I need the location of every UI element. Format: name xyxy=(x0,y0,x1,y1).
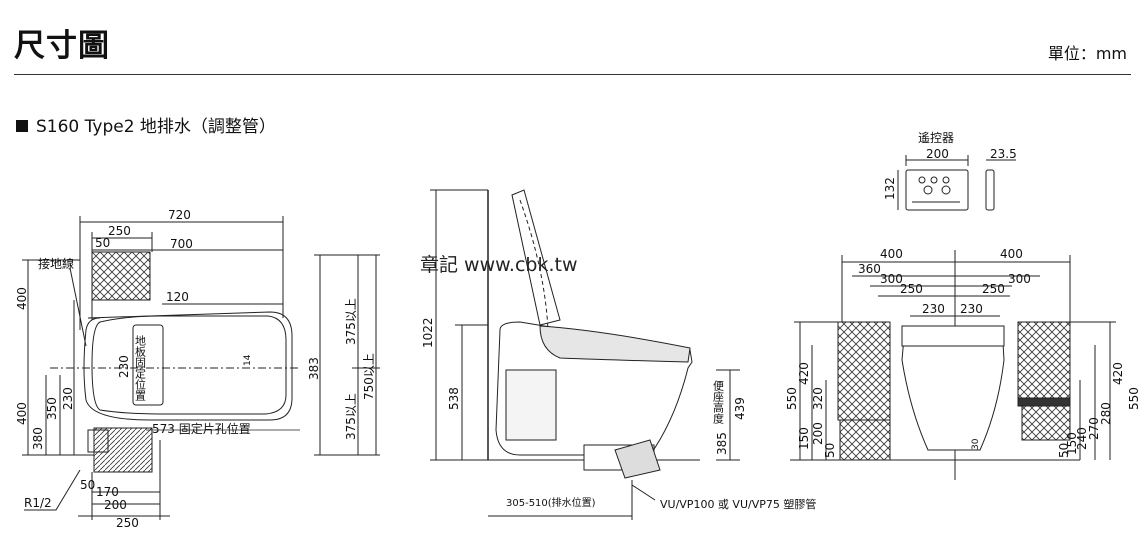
dim-700: 700 xyxy=(170,237,193,251)
dim-14: 14 xyxy=(243,354,253,366)
dim-400-left: 400 xyxy=(880,247,903,261)
front-view xyxy=(790,250,1116,480)
dim-350: 350 xyxy=(45,397,59,420)
dim-50-bottom: 50 xyxy=(80,478,95,492)
remote-text: 遙控器 200 23.5 132 xyxy=(883,131,1017,200)
dim-30: 30 xyxy=(971,438,981,450)
dim-385: 385 xyxy=(715,432,729,455)
dim-200: 200 xyxy=(104,498,127,512)
header-divider xyxy=(14,74,1131,75)
dim-50-right: 50 xyxy=(1057,443,1071,458)
dim-250-right: 250 xyxy=(982,282,1005,296)
dim-170: 170 xyxy=(96,485,119,499)
dim-250: 250 xyxy=(108,224,131,238)
watermark: 章記 www.cbk.tw xyxy=(420,254,578,276)
dim-400-bottom: 400 xyxy=(15,402,29,425)
section-heading: S160 Type2 地排水（調整管） xyxy=(16,112,276,137)
dim-150-right: 150 xyxy=(1065,432,1079,455)
dim-538: 538 xyxy=(447,387,461,410)
side-view xyxy=(430,189,740,520)
remote-drawing xyxy=(897,155,1016,211)
dim-383: 383 xyxy=(307,357,321,380)
dim-250-bottom: 250 xyxy=(116,516,139,530)
dim-750: 750以上 xyxy=(362,353,376,400)
side-view-text: 1022 538 便座高度 385 439 305-510(排水位置) VU/V… xyxy=(421,317,816,511)
dim-250-left: 250 xyxy=(900,282,923,296)
seat-height-label: 便座高度 xyxy=(712,380,725,425)
square-bullet-icon xyxy=(16,120,28,132)
dim-230-b: 230 xyxy=(117,355,131,378)
r12-label: R1/2 xyxy=(24,496,52,510)
remote-title: 遙控器 xyxy=(918,131,954,145)
floor-fix-label: 地板固定位置 xyxy=(134,335,147,401)
dim-150-left: 150 xyxy=(797,427,811,450)
dim-380: 380 xyxy=(31,427,45,450)
dim-375-top: 375以上 xyxy=(344,298,358,345)
pipe-label: VU/VP100 或 VU/VP75 塑膠管 xyxy=(660,497,816,511)
dim-439: 439 xyxy=(733,397,747,420)
dim-360: 360 xyxy=(858,262,881,276)
remote-thickness: 23.5 xyxy=(990,147,1017,161)
dim-200: 200 xyxy=(811,422,825,445)
front-view-text: 400 400 360 300 300 250 250 230 230 550 … xyxy=(785,247,1141,458)
drain-position-label: 305-510(排水位置) xyxy=(506,496,596,509)
dim-550-right: 550 xyxy=(1127,387,1141,410)
dim-230-a: 230 xyxy=(61,387,75,410)
plan-view-text: 720 250 50 700 120 接地線 400 400 350 380 2… xyxy=(15,208,376,530)
dim-300-right: 300 xyxy=(1008,272,1031,286)
dim-420-right: 420 xyxy=(1111,362,1125,385)
dim-375-bottom: 375以上 xyxy=(344,393,358,440)
dim-280: 280 xyxy=(1099,402,1113,425)
unit-label: 單位：mm xyxy=(1047,44,1127,63)
dim-550-left: 550 xyxy=(785,387,799,410)
dim-230-left: 230 xyxy=(922,302,945,316)
page-title: 尺寸圖 xyxy=(14,28,110,64)
remote-height: 132 xyxy=(883,177,897,200)
dim-420-left: 420 xyxy=(797,362,811,385)
fix-hole-label: 573 固定片孔位置 xyxy=(152,421,251,436)
dim-720: 720 xyxy=(168,208,191,222)
dim-50-left: 50 xyxy=(823,443,837,458)
plan-view xyxy=(22,216,380,520)
dim-400-top: 400 xyxy=(15,287,29,310)
remote-width: 200 xyxy=(926,147,949,161)
dim-240: 240 xyxy=(1075,427,1089,450)
dim-300-left: 300 xyxy=(880,272,903,286)
dim-50: 50 xyxy=(95,236,110,250)
section-title: S160 Type2 地排水（調整管） xyxy=(36,117,276,137)
dim-230-right: 230 xyxy=(960,302,983,316)
dim-1022: 1022 xyxy=(421,317,435,348)
dim-120: 120 xyxy=(166,290,189,304)
ground-wire-label: 接地線 xyxy=(38,256,74,271)
dim-320: 320 xyxy=(811,387,825,410)
dim-400-right: 400 xyxy=(1000,247,1023,261)
dim-270: 270 xyxy=(1087,417,1101,440)
